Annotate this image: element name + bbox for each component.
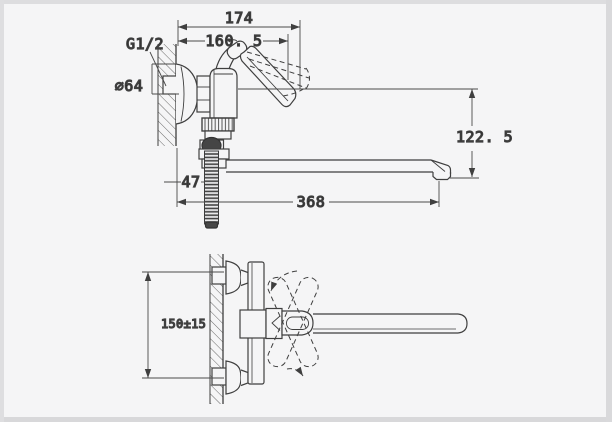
lower-inlet-union [211, 360, 249, 395]
side-view: 174 160. 5 122. 5 368 47 G1/2 ∅64 [114, 8, 513, 229]
label-inlet-thread: G1/2 [126, 35, 164, 53]
dim-spout-reach: 368 [297, 193, 326, 211]
upper-inlet-union [211, 260, 249, 295]
diverter-stack [199, 117, 235, 155]
label-escutcheon-diameter: ∅64 [115, 77, 144, 95]
shower-hose [204, 150, 219, 229]
spout-plan [313, 313, 468, 334]
hex-nut [196, 75, 211, 113]
mixer-body-side [209, 67, 238, 119]
plan-view: 150±15 [142, 254, 468, 404]
dimension-lines-plan [142, 271, 224, 379]
spout-side [226, 159, 452, 181]
dim-inlet-centers: 150±15 [161, 317, 206, 331]
handle-swing-plan-dashed [267, 270, 319, 377]
dim-height-to-outlet: 122. 5 [456, 128, 513, 146]
dim-handle-projection: 160. 5 [205, 32, 262, 50]
cartridge-housing [239, 307, 314, 340]
dim-hose-offset: 47 [181, 173, 200, 191]
lever-handle [215, 39, 297, 108]
dim-overall-projection: 174 [225, 9, 254, 27]
dimension-lines-side [149, 20, 479, 207]
wall-section-side [157, 44, 177, 146]
escutcheon-side [175, 63, 199, 125]
